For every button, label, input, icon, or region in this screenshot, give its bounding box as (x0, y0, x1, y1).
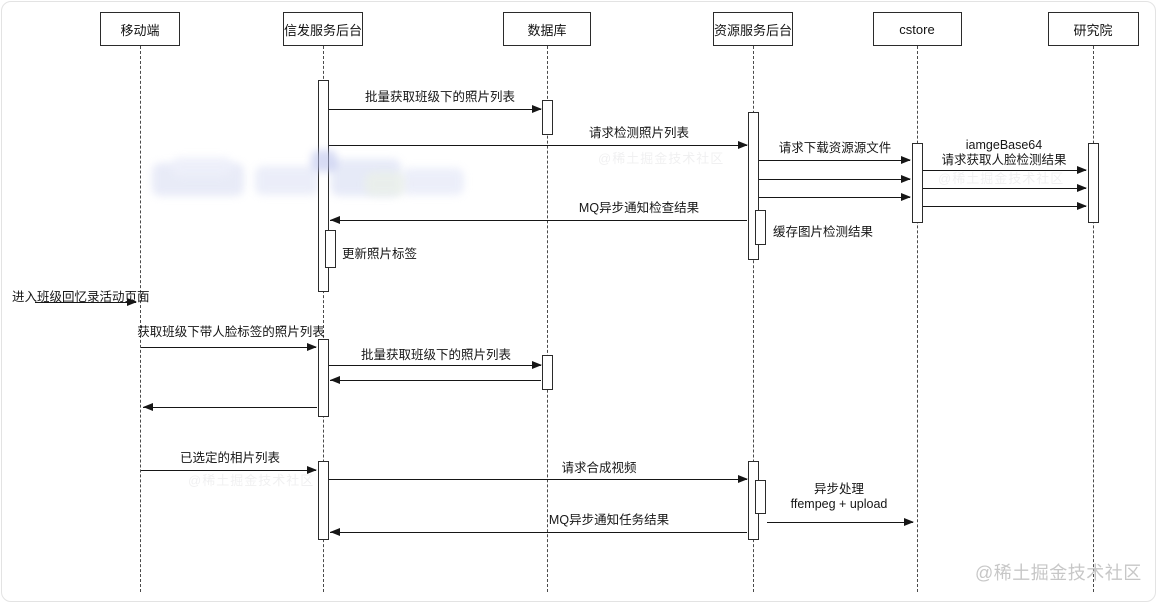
participant-xinfa: 信发服务后台 (283, 12, 363, 46)
message-line-11 (330, 380, 541, 381)
lifeline-resource (753, 46, 754, 592)
lifeline-db (547, 46, 548, 592)
redaction-blob (365, 172, 405, 196)
message-line-15 (767, 522, 913, 523)
message-line-7 (923, 206, 1086, 207)
activation-bar (541, 355, 553, 390)
faint-watermark: @稀土掘金技术社区 (598, 151, 725, 166)
message-arrowhead-6 (901, 193, 911, 202)
participant-cstore: cstore (872, 12, 962, 46)
message-line-0 (329, 109, 541, 110)
message-line-6 (759, 197, 910, 198)
message-label: MQ异步通知任务结果 (548, 513, 670, 527)
message-label: iamgeBase64 请求获取人脸检测结果 (941, 138, 1067, 167)
message-line-found (35, 302, 136, 303)
activation-bar (754, 210, 766, 245)
message-arrowhead-8 (330, 216, 340, 225)
message-label: 请求检测照片列表 (588, 126, 690, 140)
message-arrowhead-7 (1077, 202, 1087, 211)
message-line-8 (330, 220, 747, 221)
message-line-9 (141, 347, 316, 348)
message-arrowhead-0 (532, 105, 542, 114)
message-arrowhead-11 (330, 376, 340, 385)
message-arrowhead-found (127, 298, 137, 307)
faint-watermark: @稀土掘金技术社区 (938, 171, 1065, 186)
message-line-3 (923, 170, 1086, 171)
message-arrowhead-9 (307, 343, 317, 352)
redaction-blob (311, 150, 337, 172)
redaction-blob (255, 166, 319, 195)
redaction-blob (401, 168, 464, 195)
self-call-label: 更新照片标签 (342, 247, 418, 261)
activation-bar (1087, 143, 1099, 223)
lifeline-mobile (140, 46, 141, 592)
found-message-label: 进入班级回忆录活动页面 (12, 290, 150, 304)
message-arrowhead-16 (330, 528, 340, 537)
activation-bar (317, 461, 329, 540)
faint-watermark: @稀土掘金技术社区 (188, 473, 315, 488)
activation-bar (541, 100, 553, 135)
lifeline-xinfa (323, 46, 324, 592)
message-arrowhead-3 (1077, 166, 1087, 175)
activation-bar (317, 80, 329, 292)
message-line-5 (923, 188, 1086, 189)
message-label: 已选定的相片列表 (179, 451, 281, 465)
message-label: 获取班级下带人脸标签的照片列表 (137, 325, 325, 339)
participant-research: 研究院 (1047, 12, 1139, 46)
message-arrowhead-10 (532, 361, 542, 370)
participant-db: 数据库 (503, 12, 591, 46)
activation-bar (324, 230, 336, 268)
community-watermark: @稀土掘金技术社区 (975, 563, 1142, 583)
message-line-16 (330, 532, 747, 533)
message-arrowhead-15 (904, 518, 914, 527)
activation-bar (317, 339, 329, 417)
message-arrowhead-1 (738, 141, 748, 150)
participant-resource: 资源服务后台 (713, 12, 793, 46)
message-line-1 (329, 145, 747, 146)
redaction-blob (172, 157, 232, 177)
message-arrowhead-2 (901, 156, 911, 165)
participant-mobile: 移动端 (100, 12, 180, 46)
message-line-4 (759, 179, 910, 180)
activation-bar (754, 480, 766, 514)
message-label: 请求合成视频 (561, 461, 637, 475)
message-label: 请求下载资源源文件 (778, 141, 892, 155)
message-label: 异步处理 ffempeg + upload (790, 482, 888, 511)
message-arrowhead-5 (1077, 184, 1087, 193)
message-arrowhead-4 (901, 175, 911, 184)
message-line-14 (329, 479, 747, 480)
message-arrowhead-14 (738, 475, 748, 484)
lifeline-cstore (917, 46, 918, 592)
activation-bar (747, 112, 759, 260)
message-label: 批量获取班级下的照片列表 (360, 348, 512, 362)
message-line-13 (141, 470, 316, 471)
activation-bar (911, 143, 923, 223)
message-line-2 (759, 160, 910, 161)
message-arrowhead-13 (307, 466, 317, 475)
message-arrowhead-12 (143, 403, 153, 412)
self-call-label: 缓存图片检测结果 (773, 225, 874, 239)
message-label: 批量获取班级下的照片列表 (364, 90, 516, 104)
message-line-10 (329, 365, 541, 366)
message-line-12 (143, 407, 317, 408)
lifeline-research (1093, 46, 1094, 592)
message-label: MQ异步通知检查结果 (578, 201, 700, 215)
